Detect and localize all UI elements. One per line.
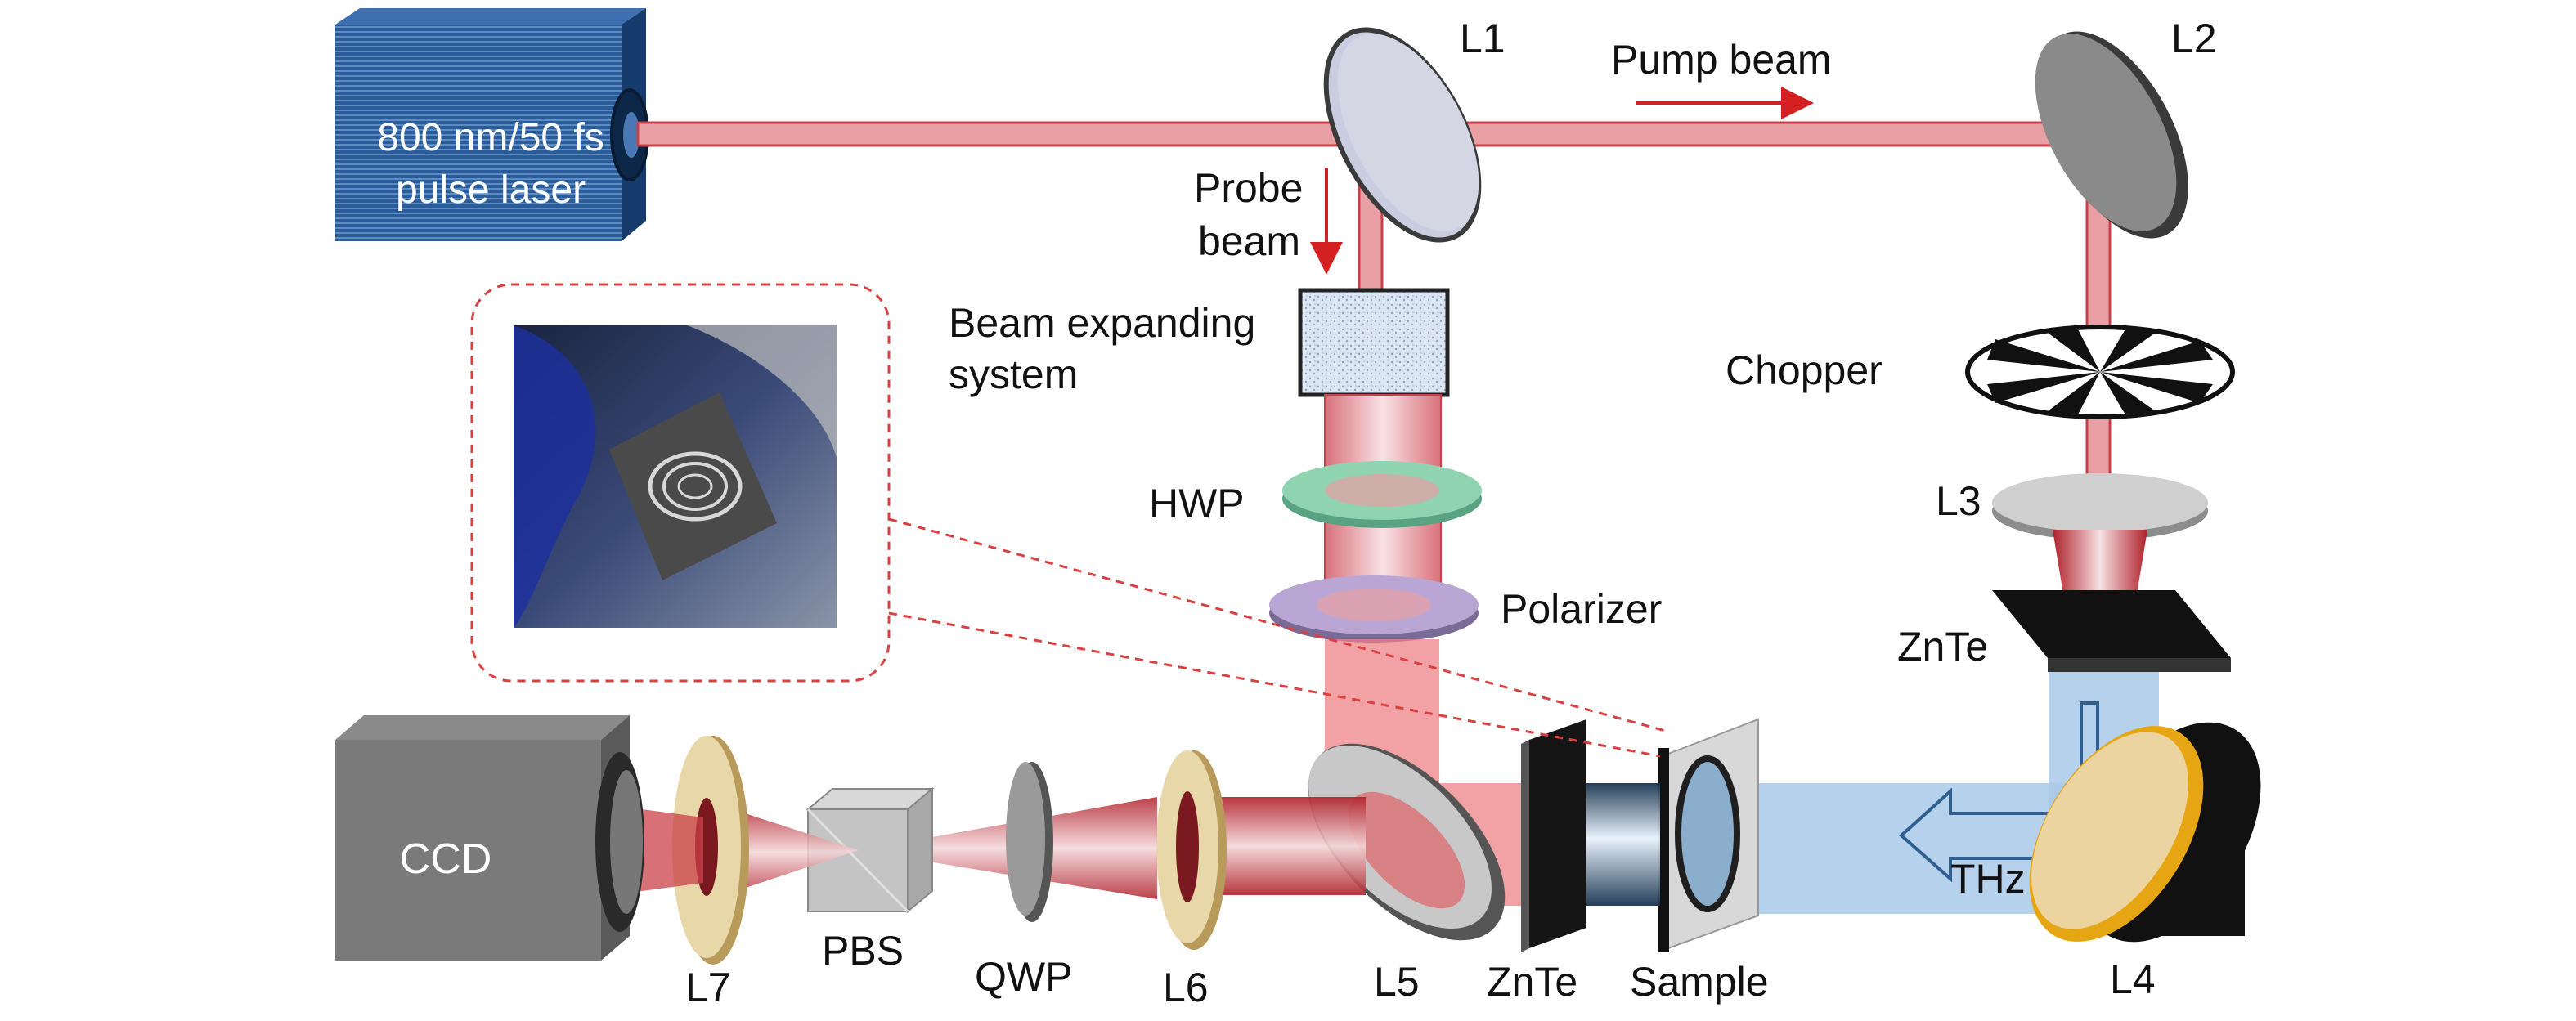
l2-label: L2 — [2171, 16, 2217, 61]
chopper-wheel — [1965, 325, 2235, 419]
laser-aperture-inner — [623, 112, 640, 158]
lens-l6 — [1156, 750, 1227, 950]
laser-box-top — [335, 8, 646, 25]
l3-label: L3 — [1936, 478, 1981, 524]
beam-expander-label-line2: system — [949, 352, 1078, 397]
qwp-waveplate — [1006, 762, 1053, 922]
beam-expander-label-line1: Beam expanding — [949, 300, 1255, 346]
l4-label: L4 — [2110, 956, 2156, 1002]
lens-l3 — [1992, 473, 2208, 540]
l7-label: L7 — [685, 965, 731, 1010]
laser-box-front — [335, 25, 622, 241]
znte-top-label: ZnTe — [1897, 624, 1988, 669]
mirror-l5 — [1308, 743, 1506, 941]
laser-label-line2: pulse laser — [396, 168, 586, 212]
mirror-l1 — [1323, 27, 1482, 243]
polarizer — [1269, 575, 1479, 643]
sample-holder — [1658, 718, 1759, 952]
qwp-label: QWP — [975, 954, 1072, 1000]
laser-label-line1: 800 nm/50 fs — [377, 116, 604, 159]
znte-detector — [1521, 719, 1586, 952]
lens-l7 — [672, 736, 749, 965]
beam-expander-box — [1298, 288, 1450, 397]
l6-label: L6 — [1163, 965, 1209, 1010]
l5-label: L5 — [1374, 959, 1420, 1005]
ccd-camera: CCD — [335, 715, 644, 961]
thz-cylinder — [1578, 783, 1660, 906]
ccd-label: CCD — [400, 835, 492, 883]
sample-photo-inset — [470, 283, 1669, 758]
hwp-waveplate — [1282, 461, 1482, 528]
pump-beam-label: Pump beam — [1611, 37, 1832, 83]
l1-label: L1 — [1460, 16, 1506, 61]
laser-source: 800 nm/50 fs pulse laser — [335, 8, 649, 241]
pbs-label: PBS — [822, 928, 904, 974]
znte-emitter — [1992, 590, 2231, 672]
ccd-input-beam — [630, 808, 703, 893]
mirror-l2 — [2035, 31, 2188, 239]
sample-chip — [609, 392, 777, 580]
polarizer-label: Polarizer — [1501, 586, 1662, 632]
znte-bottom-label: ZnTe — [1487, 959, 1577, 1005]
chopper-label: Chopper — [1726, 347, 1883, 393]
probe-beam-label-line2: beam — [1198, 218, 1300, 264]
hwp-label: HWP — [1149, 481, 1245, 526]
parabolic-mirror-l4 — [2029, 722, 2261, 943]
thz-label: THz — [1950, 856, 2026, 902]
probe-beam-label-line1: Probe — [1194, 165, 1303, 211]
sample-label: Sample — [1630, 959, 1769, 1005]
